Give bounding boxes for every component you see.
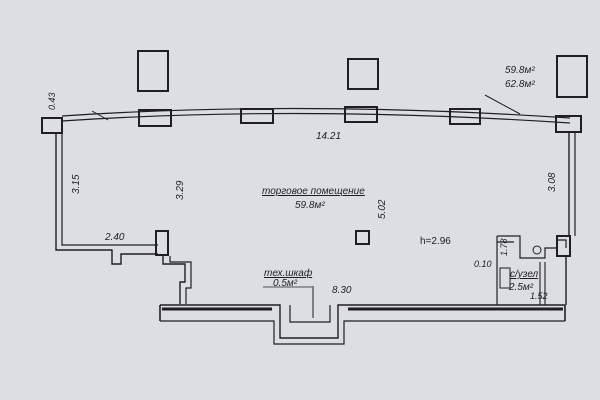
- dim-left-top: 0.43: [47, 92, 57, 110]
- tech-closet-area: 0.5м²: [273, 278, 298, 289]
- area-top-right: 59.8м²: [505, 65, 535, 76]
- facade-leader-left: [91, 110, 109, 121]
- pier-3: [344, 106, 378, 123]
- marker-square-center: [347, 58, 379, 90]
- room-area: 59.8м²: [295, 200, 325, 211]
- toilet-icon: [532, 245, 542, 255]
- dim-left-wall: 3.15: [71, 174, 82, 194]
- column-top-left: [41, 117, 63, 134]
- dim-wc-width: 1.52: [530, 291, 548, 301]
- dim-wc-height: 1.78: [499, 238, 509, 256]
- marker-square-right: [556, 55, 588, 98]
- wc-partition: [539, 262, 546, 305]
- wc-wall-inner: [496, 236, 514, 305]
- dim-bottom-width: 8.30: [332, 285, 352, 296]
- wall-left: [55, 133, 158, 265]
- dim-center-depth: 5.02: [377, 199, 388, 219]
- tech-closet-name: тех.шкаф: [264, 268, 313, 279]
- wall-left-inner: [61, 133, 158, 246]
- room-name: торговое помещение: [262, 186, 365, 197]
- wc-door: [499, 267, 511, 289]
- wc-wall: [497, 235, 557, 259]
- column-left: [155, 230, 169, 256]
- tech-closet-outline: [289, 305, 331, 323]
- wc-stub: [557, 239, 567, 248]
- pier-4: [449, 108, 481, 125]
- wc-name: с/узел: [510, 269, 539, 280]
- marker-square-left: [137, 50, 169, 92]
- dim-left-inner: 3.29: [175, 180, 186, 200]
- dim-wc-offset: 0.10: [474, 259, 492, 269]
- column-center: [355, 230, 370, 245]
- dim-left-bottom: 2.40: [105, 232, 125, 243]
- wc-area: 2.5м²: [509, 282, 534, 293]
- facade-leader-right: [484, 94, 521, 115]
- area-top-right-total: 62.8м²: [505, 79, 535, 90]
- pier-2: [240, 108, 274, 124]
- facade-top-line-2: [61, 112, 571, 124]
- dim-top-width: 14.21: [316, 131, 342, 142]
- ceiling-height: h=2.96: [420, 236, 451, 247]
- wall-bottom-inner: [160, 320, 565, 345]
- pier-1: [138, 109, 172, 127]
- dim-right-wall: 3.08: [547, 172, 558, 192]
- wall-bottom-left-step: [162, 256, 186, 304]
- facade-top-line-1: [61, 107, 571, 119]
- wall-bottom-left-step-inner: [169, 256, 192, 304]
- column-right: [556, 235, 571, 257]
- wall-bottom: [160, 304, 565, 339]
